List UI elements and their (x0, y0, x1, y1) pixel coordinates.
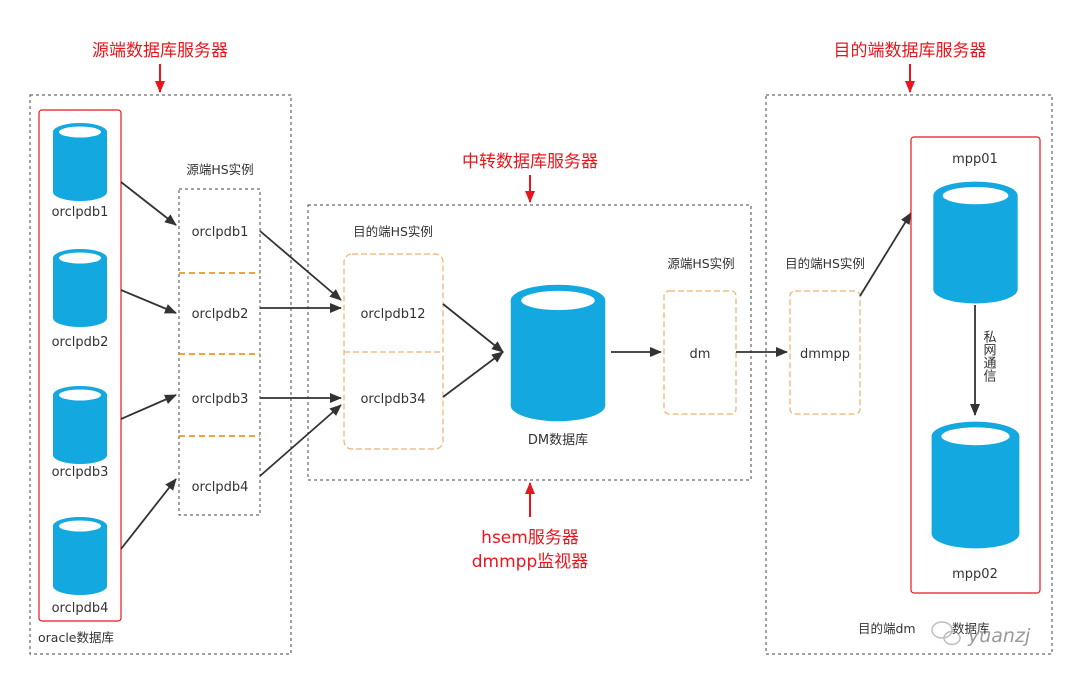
arrow-db4-to-hs (120, 478, 177, 550)
hsem-title-line1: hsem服务器 (481, 528, 579, 548)
relay-target-hs-item-2: orclpdb34 (360, 392, 425, 407)
mpp-cluster-group (910, 136, 1041, 594)
relay-server-title: 中转数据库服务器 (462, 152, 598, 172)
db-icon-orclpdb3 (53, 386, 107, 464)
arrow-hs1-to-relay (259, 230, 342, 301)
watermark-text: yuanzj (967, 625, 1031, 647)
relay-target-hs-label: 目的端HS实例 (353, 224, 433, 239)
db-icon-orclpdb1 (53, 123, 107, 201)
target-hs-item: dmmpp (800, 347, 850, 362)
arrow-target-hs-to-mpp01 (859, 212, 912, 297)
db-label-orclpdb3: orclpdb3 (52, 465, 109, 480)
relay-target-hs-item-1: orclpdb12 (360, 307, 425, 322)
wechat-icon (931, 621, 961, 646)
source-hs-item-3: orclpdb3 (192, 392, 249, 407)
hsem-title-line2: dmmpp监视器 (472, 552, 589, 572)
private-network-label: 私网通信 (981, 330, 997, 382)
target-hs-box (789, 290, 861, 415)
arrow-relay1-to-dm (442, 303, 504, 353)
source-server-title: 源端数据库服务器 (92, 41, 228, 61)
db-icon-orclpdb4 (53, 517, 107, 595)
arrow-db1-to-hs (120, 181, 177, 226)
db-label-orclpdb2: orclpdb2 (52, 335, 109, 350)
mpp01-label: mpp01 (952, 152, 998, 167)
db-label-orclpdb4: orclpdb4 (52, 601, 109, 616)
dm-db-label: DM数据库 (528, 432, 588, 448)
oracle-db-footer: oracle数据库 (38, 630, 114, 645)
target-server-title: 目的端数据库服务器 (834, 41, 987, 61)
oracle-db-group (38, 109, 122, 622)
mpp02-db-icon (931, 421, 1020, 549)
source-hs-item-2: orclpdb2 (192, 307, 249, 322)
mpp02-label: mpp02 (952, 567, 998, 582)
source-hs-item-4: orclpdb4 (192, 480, 249, 495)
target-db-footer-suffix: 数据库 (952, 621, 990, 636)
db-label-orclpdb1: orclpdb1 (52, 205, 109, 220)
arrow-db3-to-hs (120, 394, 177, 420)
db-icon-orclpdb2 (53, 249, 107, 327)
target-server-frame (765, 94, 1053, 655)
source-hs-item-1: orclpdb1 (192, 225, 249, 240)
relay-server-frame (307, 204, 752, 481)
mpp01-db-icon (933, 181, 1018, 304)
source-hs-label: 源端HS实例 (186, 162, 253, 177)
arrow-db2-to-hs (120, 289, 177, 314)
arrow-hs4-to-relay (259, 404, 342, 477)
source-server-frame (29, 94, 292, 655)
relay-source-hs-item: dm (690, 347, 711, 362)
dm-db-icon (510, 284, 606, 422)
target-db-footer: 目的端dm (858, 621, 916, 636)
target-hs-label: 目的端HS实例 (785, 256, 865, 271)
arrow-relay2-to-dm (442, 351, 504, 398)
relay-source-hs-label: 源端HS实例 (667, 256, 734, 271)
source-hs-box (178, 188, 261, 516)
